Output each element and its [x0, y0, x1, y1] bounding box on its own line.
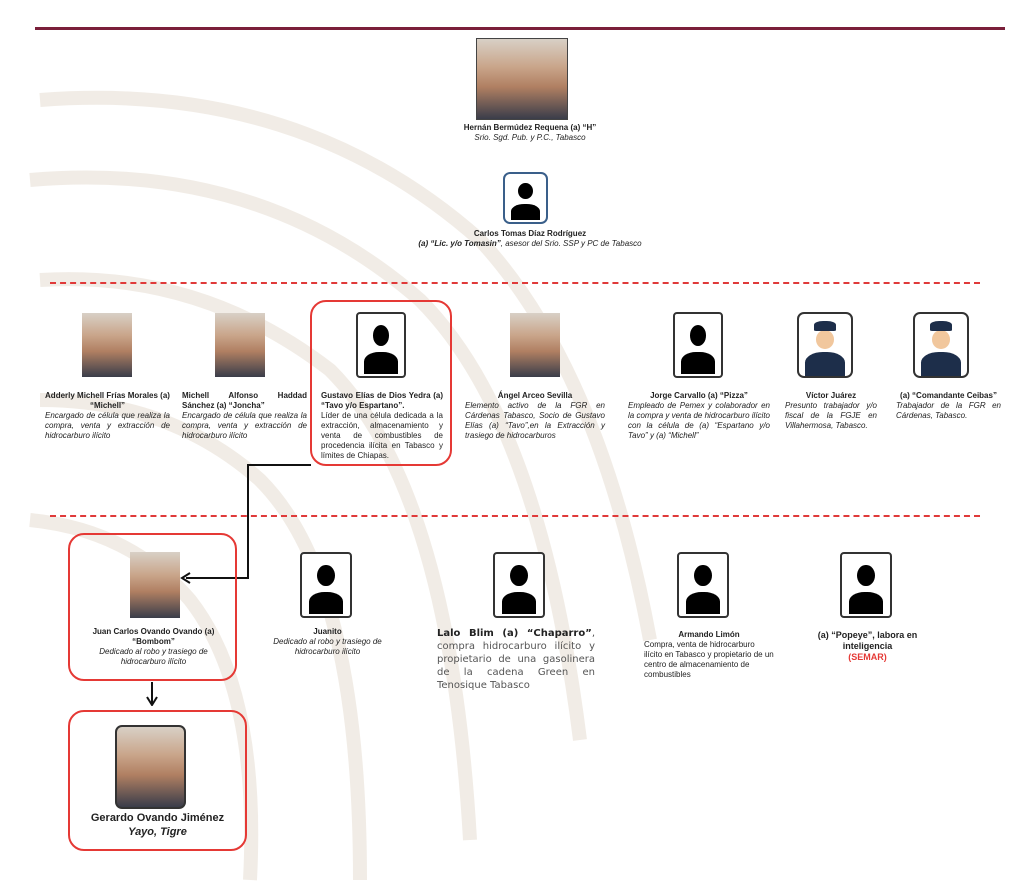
photo-adderly-frias — [82, 313, 132, 377]
person-name: Lalo Blim (a) “Chaparro” — [437, 628, 592, 639]
person-desc: Dedicado al robo y trasiego de hidrocarb… — [99, 647, 208, 666]
silhouette-icon — [503, 172, 548, 224]
person-name: (a) “Popeye”, labora en inteligencia — [817, 630, 918, 651]
photo-gerardo-ovando — [115, 725, 186, 809]
person-adderly-frias: Adderly Michell Frías Morales (a) “Miche… — [45, 391, 170, 441]
semar-label: (SEMAR) — [848, 652, 887, 662]
person-angel-arceo: Ángel Arceo Sevilla Elemento activo de l… — [465, 391, 605, 441]
silhouette-icon — [300, 552, 352, 618]
person-juan-carlos-ovando: Juan Carlos Ovando Ovando (a) “Bombom” D… — [76, 627, 231, 667]
silhouette-icon — [840, 552, 892, 618]
person-juanito: Juanito Dedicado al robo y trasiego de h… — [255, 627, 400, 657]
person-gustavo-elias: Gustavo Elías de Dios Yedra (a) “Tavo y/… — [321, 391, 443, 461]
person-desc: Elemento activo de la FGR en Cárdenas Ta… — [465, 401, 605, 440]
connector-line — [151, 682, 153, 704]
person-name: (a) “Comandante Ceibas” — [900, 391, 997, 400]
person-desc: Compra, venta de hidrocarburo ilícito en… — [644, 640, 774, 679]
divider-line — [50, 515, 980, 517]
silhouette-icon — [356, 312, 406, 378]
divider-line — [50, 282, 980, 284]
person-name: Ángel Arceo Sevilla — [497, 391, 573, 400]
arrow-down-icon — [146, 696, 158, 706]
photo-angel-arceo — [510, 313, 560, 377]
person-desc: Presunto trabajador y/o fiscal de la FGJ… — [785, 401, 877, 430]
connector-line — [247, 464, 249, 579]
connector-line — [186, 577, 248, 579]
highlight-box-juan-carlos — [68, 533, 237, 681]
person-comandante-ceibas: (a) “Comandante Ceibas” Trabajador de la… — [896, 391, 1001, 421]
person-name: Víctor Juárez — [805, 391, 857, 400]
person-popeye: (a) “Popeye”, labora en inteligencia (SE… — [810, 630, 925, 663]
person-michell-haddad: Michell Alfonso Haddad Sánchez (a) “Jonc… — [182, 391, 307, 441]
person-desc: Líder de una célula dedicada a la extrac… — [321, 411, 443, 460]
police-icon — [913, 312, 969, 378]
person-hernan-bermudez: Hernán Bermúdez Requena (a) “H” Srio. Sg… — [400, 123, 660, 143]
person-alias: Yayo, Tigre — [128, 826, 187, 838]
person-alias: (a) “Lic. y/o Tomasin” — [418, 239, 501, 248]
highlight-box-gustavo — [310, 300, 452, 466]
silhouette-icon — [493, 552, 545, 618]
photo-juan-carlos-ovando — [130, 552, 180, 618]
photo-hernan-bermudez — [476, 38, 568, 120]
person-lalo-blim: Lalo Blim (a) “Chaparro”, compra hidroca… — [437, 627, 595, 692]
photo-michell-haddad — [215, 313, 265, 377]
header-rule — [35, 27, 1005, 30]
person-name: Juan Carlos Ovando Ovando (a) “Bombom” — [92, 627, 215, 646]
person-jorge-carvallo: Jorge Carvallo (a) “Pizza” Empleado de P… — [628, 391, 770, 441]
person-gerardo-ovando: Gerardo Ovando Jiménez Yayo, Tigre — [75, 811, 240, 839]
person-name: Juanito — [313, 627, 342, 636]
person-name: Gerardo Ovando Jiménez — [90, 812, 225, 824]
person-desc: , asesor del Srio. SSP y PC de Tabasco — [500, 239, 642, 248]
connector-line — [247, 464, 311, 466]
person-name: Gustavo Elías de Dios Yedra (a) “Tavo y/… — [321, 391, 443, 410]
person-armando-limon: Armando Limón Compra, venta de hidrocarb… — [644, 630, 774, 680]
person-name: Armando Limón — [678, 630, 740, 639]
person-desc: Encargado de célula que realiza la compr… — [182, 411, 307, 440]
person-name: Hernán Bermúdez Requena (a) “H” — [463, 123, 597, 132]
person-desc: Empleado de Pemex y colaborador en la co… — [628, 401, 770, 440]
person-victor-juarez: Víctor Juárez Presunto trabajador y/o fi… — [785, 391, 877, 431]
person-carlos-diaz: Carlos Tomas Díaz Rodríguez (a) “Lic. y/… — [400, 229, 660, 249]
person-desc: Srio. Sgd. Pub. y P.C., Tabasco — [474, 133, 586, 142]
person-desc: Trabajador de la FGR en Cárdenas, Tabasc… — [896, 401, 1001, 420]
person-name: Carlos Tomas Díaz Rodríguez — [473, 229, 587, 238]
arrow-left-icon — [180, 572, 191, 584]
silhouette-icon — [677, 552, 729, 618]
silhouette-icon — [673, 312, 723, 378]
person-name: Michell Alfonso Haddad Sánchez (a) “Jonc… — [182, 391, 307, 410]
person-desc: , compra hidrocarburo ilícito y propieta… — [437, 628, 595, 691]
person-desc: Encargado de célula que realiza la compr… — [45, 411, 170, 440]
person-name: Jorge Carvallo (a) “Pizza” — [650, 391, 748, 400]
person-desc: Dedicado al robo y trasiego de hidrocarb… — [273, 637, 382, 656]
highlight-box-gerardo — [68, 710, 247, 851]
person-name: Adderly Michell Frías Morales (a) “Miche… — [45, 391, 170, 410]
police-icon — [797, 312, 853, 378]
